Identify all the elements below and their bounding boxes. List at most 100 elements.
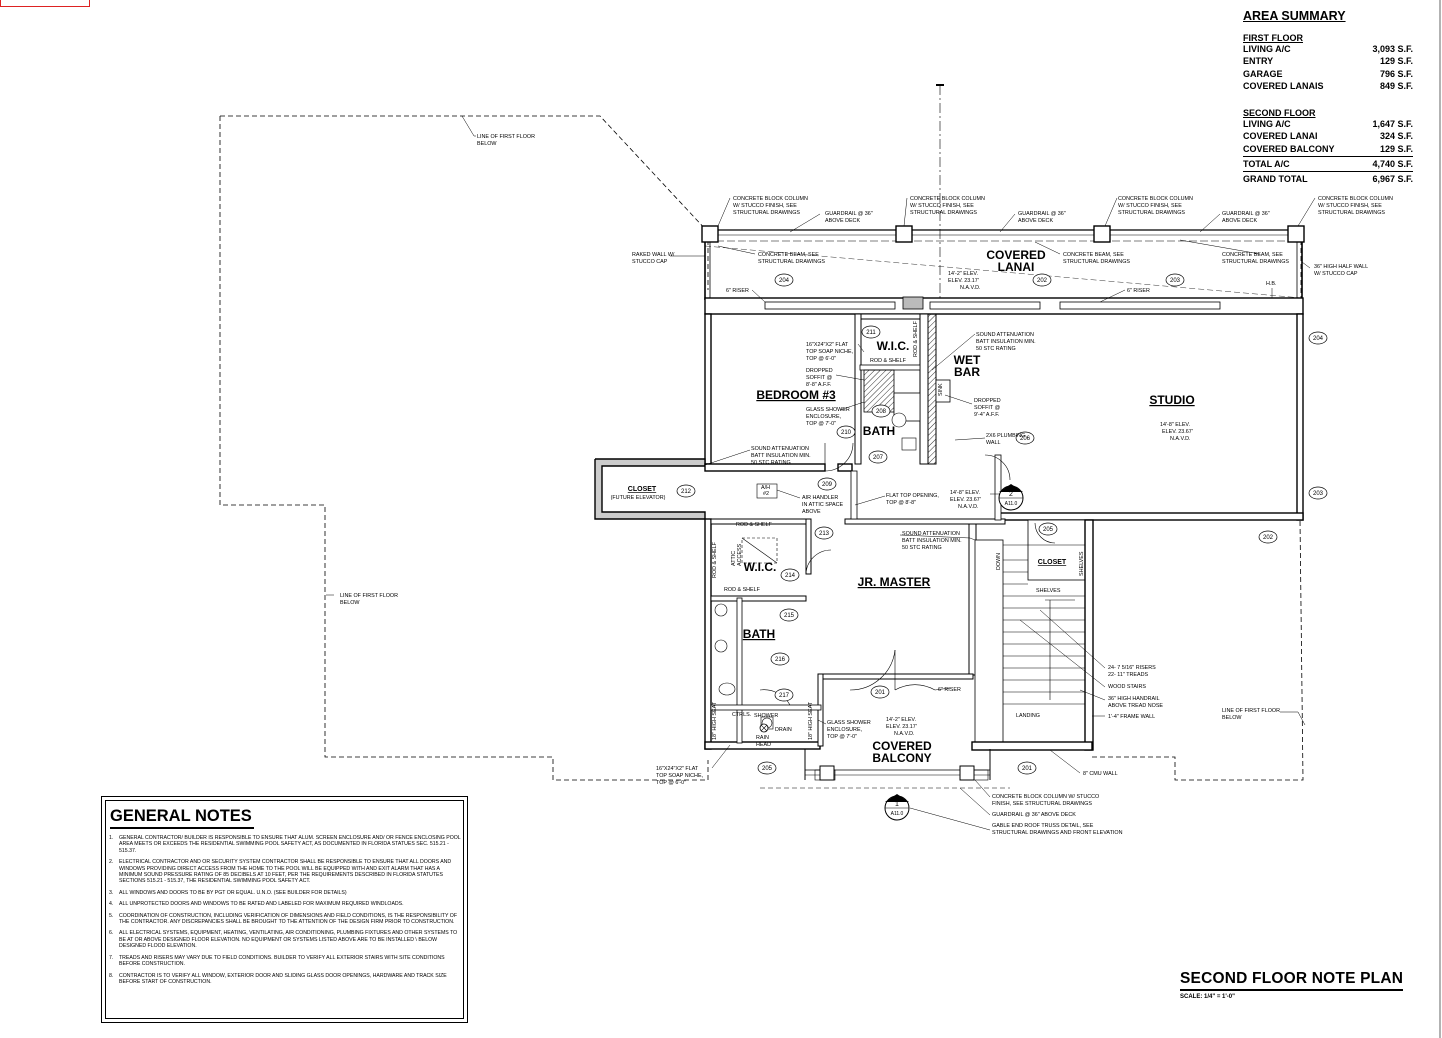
note-drain: DRAIN	[775, 727, 792, 733]
door-tag: 202	[1263, 535, 1274, 541]
note-line-first-floor: LINE OF FIRST FLOOR	[340, 593, 398, 599]
door-tag: 202	[1037, 278, 1048, 284]
area-value: 796 S.F.	[1379, 68, 1413, 79]
area-value: 1,647 S.F.	[1372, 119, 1413, 130]
note-handrail: 36" HIGH HANDRAIL	[1108, 696, 1160, 702]
note-glass-shower: TOP @ 7'-0"	[827, 734, 857, 740]
door-tag: 205	[1043, 527, 1054, 533]
note-beam: CONCRETE BEAM, SEE	[1222, 252, 1283, 258]
note-air-handler: ABOVE	[802, 509, 821, 515]
note-guardrail: ABOVE DECK	[1222, 218, 1257, 224]
general-notes-title: GENERAL NOTES	[110, 807, 252, 825]
note-ah: #2	[763, 491, 769, 497]
note-sink: SINK	[938, 383, 944, 396]
covered-balcony-structure	[760, 749, 1010, 789]
section-2-number: 2	[1009, 491, 1013, 498]
general-note-item: 6.ALL ELECTRICAL SYSTEMS, EQUIPMENT, HEA…	[109, 930, 458, 950]
note-elev: 14'-2" ELEV.	[886, 717, 916, 723]
door-tag: 214	[785, 573, 796, 579]
note-flat-top: TOP @ 8'-8"	[886, 500, 916, 506]
door-tag: 205	[762, 766, 773, 772]
general-notes-list: 1.GENERAL CONTRACTOR/ BUILDER IS RESPONS…	[109, 835, 461, 990]
first-floor-heading: FIRST FLOOR	[1243, 33, 1303, 43]
note-riser: 6" RISER	[938, 687, 961, 693]
note-beam: CONCRETE BEAM, SEE	[758, 252, 819, 258]
door-tag: 207	[873, 455, 884, 461]
note-cb-column: CONCRETE BLOCK COLUMN	[1118, 196, 1193, 202]
note-soap-niche: TOP @ 6'-0"	[806, 356, 836, 362]
note-cb-column: W/ STUCCO FINISH, SEE	[1118, 203, 1182, 209]
note-cb-column: STRUCTURAL DRAWINGS	[910, 210, 977, 216]
note-line-first-floor-2: BELOW	[477, 141, 497, 147]
section-marker-2: 2 A11.0	[998, 484, 1024, 511]
note-guardrail: GUARDRAIL @ 36" ABOVE DECK	[992, 812, 1076, 818]
room-closet-right: CLOSET	[1038, 559, 1067, 566]
room-labels: COVERED LANAI BEDROOM #3 STUDIO W.I.C. W…	[611, 248, 1195, 765]
door-tag: 217	[779, 693, 790, 699]
note-raked-wall: RAKED WALL W/	[632, 252, 675, 258]
note-half-wall: W/ STUCCO CAP	[1314, 271, 1358, 277]
note-riser: 6" RISER	[726, 288, 749, 294]
note-wood-stairs: WOOD STAIRS	[1108, 684, 1146, 690]
plan-title: SECOND FLOOR NOTE PLAN	[1180, 970, 1404, 991]
note-cb-column: W/ STUCCO FINISH, SEE	[910, 203, 974, 209]
area-value: 129 S.F.	[1379, 143, 1413, 154]
door-tag: 203	[1170, 278, 1181, 284]
room-covered-balcony-line2: BALCONY	[872, 751, 931, 765]
note-cb-column: STRUCTURAL DRAWINGS	[1118, 210, 1185, 216]
note-guardrail: GUARDRAIL @ 36"	[825, 211, 873, 217]
area-label: COVERED LANAI	[1243, 131, 1318, 142]
area-label: TOTAL A/C	[1243, 159, 1290, 170]
room-covered-balcony-line1: COVERED	[872, 739, 932, 753]
room-closet-left: CLOSET	[628, 486, 657, 493]
note-cb-column: CONCRETE BLOCK COLUMN	[1318, 196, 1393, 202]
section-marker-1: 1 A11.0	[884, 794, 910, 821]
closet-left-sub: (FUTURE ELEVATOR)	[611, 495, 666, 501]
note-guardrail: GUARDRAIL @ 36"	[1018, 211, 1066, 217]
note-cb-column: FINISH, SEE STRUCTURAL DRAWINGS	[992, 801, 1092, 807]
note-sound: SOUND ATTENUATION	[976, 332, 1034, 338]
area-value: 129 S.F.	[1379, 56, 1413, 67]
door-tag: 204	[779, 278, 790, 284]
door-tag: 213	[819, 531, 830, 537]
note-air-handler: AIR HANDLER	[802, 495, 838, 501]
note-sound: 50 STC RATING	[751, 460, 791, 466]
note-cb-column: CONCRETE BLOCK COLUMN	[733, 196, 808, 202]
note-glass-shower: GLASS SHOWER	[827, 720, 871, 726]
note-elev: 14'-2" ELEV.	[948, 271, 978, 277]
note-soffit: DROPPED	[974, 398, 1001, 404]
note-line-first-floor: LINE OF FIRST FLOOR	[477, 134, 535, 140]
note-flat-top: FLAT TOP OPENING,	[886, 493, 939, 499]
section-1-sheet: A11.0	[891, 811, 904, 817]
room-jr-master: JR. MASTER	[858, 575, 931, 589]
area-value: 849 S.F.	[1379, 80, 1413, 91]
note-plumbing: 2X6 PLUMBING	[986, 433, 1025, 439]
note-stairs: 22- 11" TREADS	[1108, 672, 1148, 678]
note-line-first-floor-2: BELOW	[340, 600, 360, 606]
note-glass-shower: GLASS SHOWER	[806, 407, 850, 413]
general-note-item: 7.TREADS AND RISERS MAY VARY DUE TO FIEL…	[109, 954, 445, 968]
drain-icon	[759, 723, 769, 733]
room-wet-bar-line1: WET	[954, 353, 981, 367]
note-cmu-wall: 8" CMU WALL	[1083, 771, 1118, 777]
stair-treads	[1003, 544, 1085, 705]
stamp-mark	[0, 0, 90, 7]
door-tag: 216	[775, 657, 786, 663]
note-rod-shelf: ROD & SHELF	[736, 522, 773, 528]
door-tag: 211	[866, 330, 876, 336]
general-note-item: 5.COORDINATION OF CONSTRUCTION, INCLUDIN…	[109, 912, 457, 926]
note-line-first-floor-2: BELOW	[1222, 715, 1242, 721]
general-note-item: 1.GENERAL CONTRACTOR/ BUILDER IS RESPONS…	[109, 835, 461, 854]
note-beam: STRUCTURAL DRAWINGS	[1063, 259, 1130, 265]
note-frame-wall: 1'-4" FRAME WALL	[1108, 714, 1155, 720]
area-label: GARAGE	[1243, 68, 1283, 79]
annotations: LINE OF FIRST FLOOR BELOW LINE OF FIRST …	[340, 134, 1393, 836]
note-rain-head: RAIN	[756, 735, 769, 741]
note-cb-column: W/ STUCCO FINISH, SEE	[733, 203, 797, 209]
room-bedroom-3: BEDROOM #3	[756, 388, 836, 402]
door-tag: 203	[1313, 491, 1324, 497]
note-soap-niche: TOP SOAP NICHE,	[806, 349, 854, 355]
note-ah: A/H	[761, 485, 770, 491]
